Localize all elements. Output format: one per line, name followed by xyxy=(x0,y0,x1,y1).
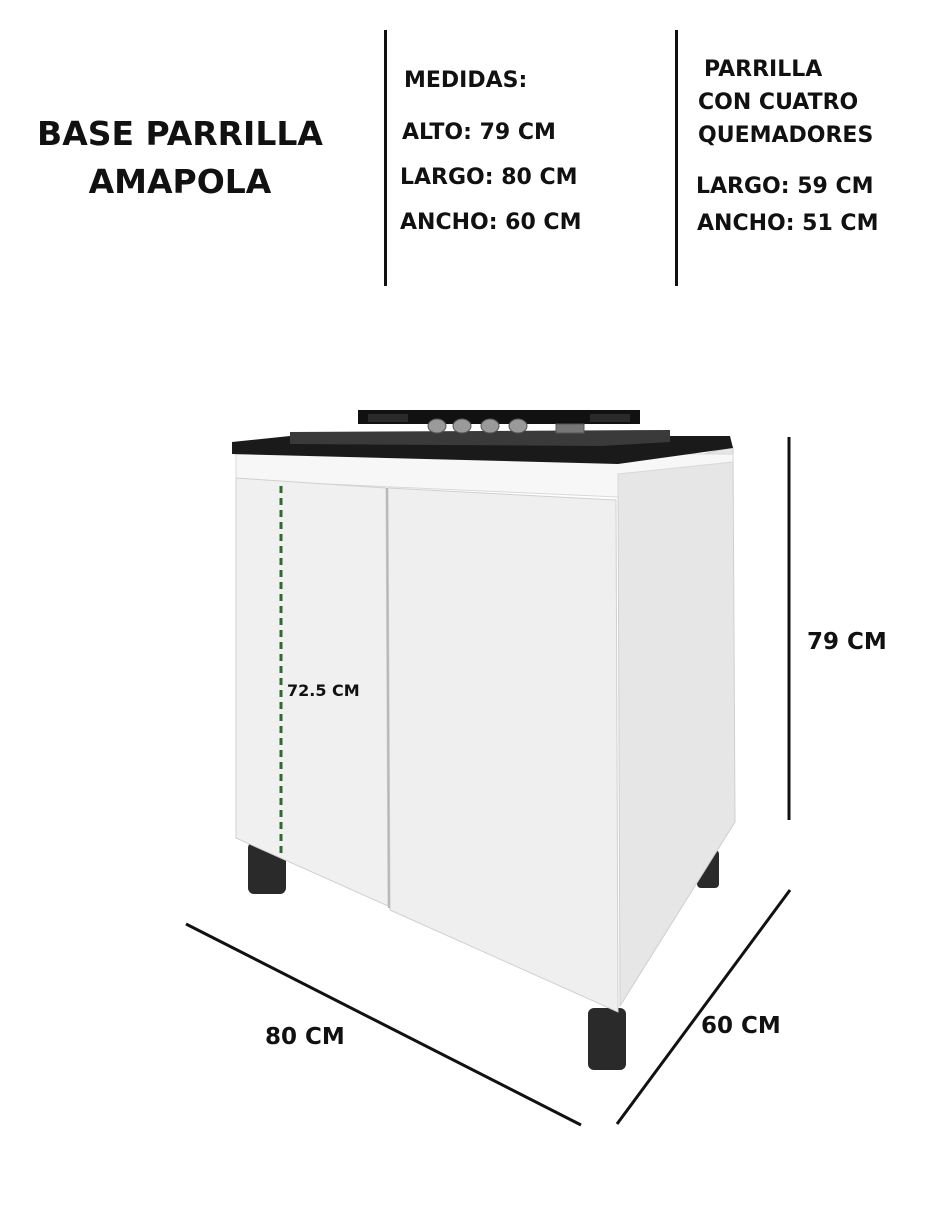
measure-largo: LARGO: 80 CM xyxy=(400,165,578,190)
measures-heading: MEDIDAS: xyxy=(404,68,528,93)
grill-line-1: PARRILLA xyxy=(704,57,823,82)
grill-ancho: ANCHO: 51 CM xyxy=(697,211,879,236)
depth-dimension-line xyxy=(615,889,792,1125)
grill-grate xyxy=(358,410,640,424)
cabinet-right-door xyxy=(387,487,619,1013)
width-dimension-line xyxy=(185,922,582,1127)
cabinet-side-panel xyxy=(617,446,736,1008)
grill-line-2: CON CUATRO xyxy=(698,90,859,115)
depth-label: 60 CM xyxy=(701,1013,781,1039)
grill-largo: LARGO: 59 CM xyxy=(696,174,874,199)
burner-knobs xyxy=(427,418,585,434)
leg-front-right xyxy=(588,1008,626,1070)
inner-height-label: 72.5 CM xyxy=(287,681,360,700)
measure-alto: ALTO: 79 CM xyxy=(402,120,556,145)
grill-line-3: QUEMADORES xyxy=(698,123,874,148)
measure-ancho: ANCHO: 60 CM xyxy=(400,210,582,235)
divider-left xyxy=(384,30,387,286)
title-line-2: AMAPOLA xyxy=(88,162,272,201)
product-title: BASE PARRILLA AMAPOLA xyxy=(20,110,340,206)
width-label: 80 CM xyxy=(265,1024,345,1050)
title-line-1: BASE PARRILLA xyxy=(37,114,323,153)
divider-right xyxy=(675,30,678,286)
height-label: 79 CM xyxy=(807,629,887,655)
cooktop-surface xyxy=(290,430,670,446)
door-gap xyxy=(386,487,390,909)
